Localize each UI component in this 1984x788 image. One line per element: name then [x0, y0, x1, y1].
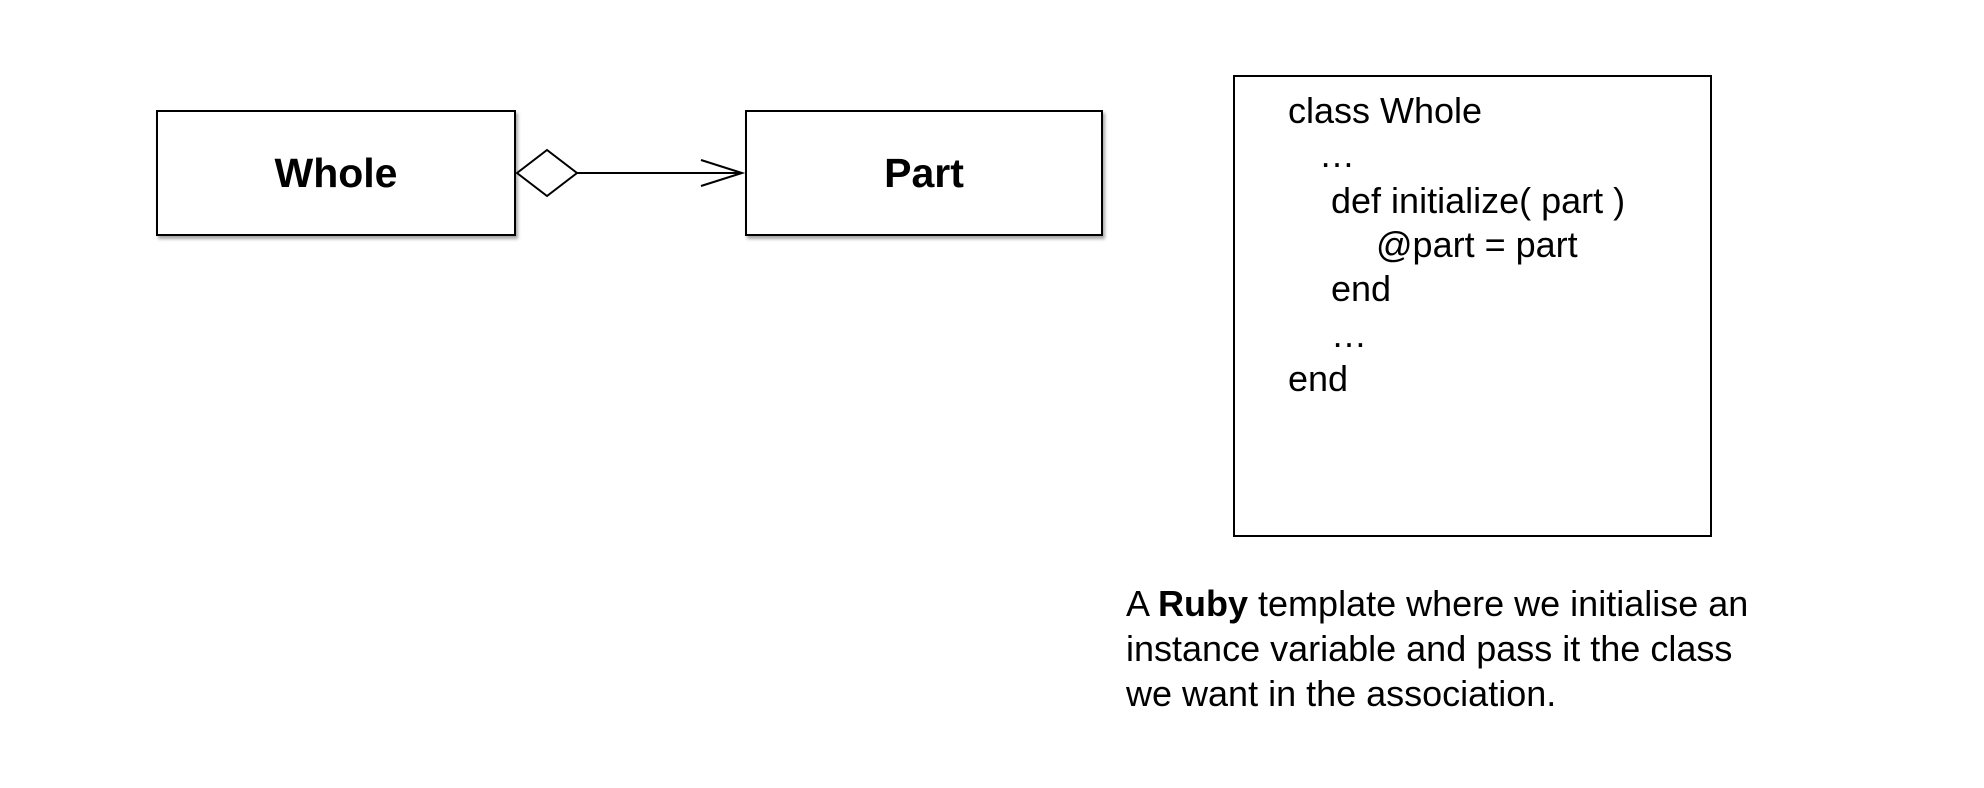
part-class-box: Part [745, 110, 1103, 236]
caption-text: A Ruby template where we initialise an i… [1126, 581, 1846, 716]
code-line: … [1331, 314, 1367, 355]
part-class-label: Part [884, 149, 964, 196]
caption-line: we want in the association. [1126, 673, 1557, 714]
code-line: class Whole [1288, 90, 1483, 131]
code-line: def initialize( part ) [1331, 180, 1626, 221]
whole-class-label: Whole [274, 149, 398, 196]
whole-class-box: Whole [156, 110, 516, 236]
caption-line1-rest: template where we initialise an [1248, 583, 1749, 624]
caption-prefix: A [1126, 583, 1159, 624]
caption-emphasis: Ruby [1158, 583, 1249, 624]
aggregation-diamond-icon [515, 148, 579, 198]
code-line: end [1331, 268, 1392, 309]
code-line: end [1288, 358, 1349, 399]
code-line: … [1319, 134, 1355, 175]
caption-line: instance variable and pass it the class [1126, 628, 1733, 669]
caption-line: A Ruby template where we initialise an [1126, 581, 1846, 626]
open-arrowhead-icon [700, 159, 746, 187]
code-line: @part = part [1376, 224, 1578, 265]
code-snippet-box: class Whole … def initialize( part ) @pa… [1233, 75, 1712, 537]
